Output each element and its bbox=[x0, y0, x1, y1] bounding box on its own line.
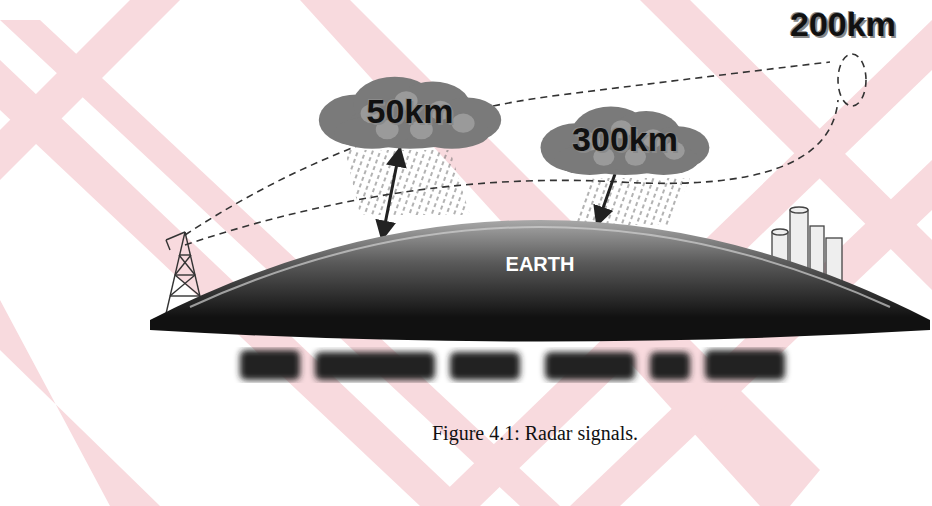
signal-arrow bbox=[382, 148, 400, 239]
distance-label: 300km bbox=[572, 121, 678, 158]
signal-arrow bbox=[597, 174, 615, 225]
distance-label: 200km bbox=[790, 6, 896, 43]
earth-shape bbox=[150, 215, 930, 350]
cloud: 300km bbox=[537, 102, 713, 178]
distance-label: 50km bbox=[367, 93, 454, 130]
earth-label: EARTH bbox=[150, 253, 930, 276]
signal-path bbox=[185, 62, 830, 235]
cloud: 50km bbox=[315, 72, 505, 152]
blurred-band bbox=[240, 350, 785, 380]
earth-dome: EARTH bbox=[150, 215, 930, 350]
rain bbox=[575, 178, 690, 225]
rain bbox=[345, 150, 470, 215]
signal-ellipse bbox=[838, 54, 866, 106]
figure-caption: Figure 4.1: Radar signals. bbox=[432, 422, 638, 445]
